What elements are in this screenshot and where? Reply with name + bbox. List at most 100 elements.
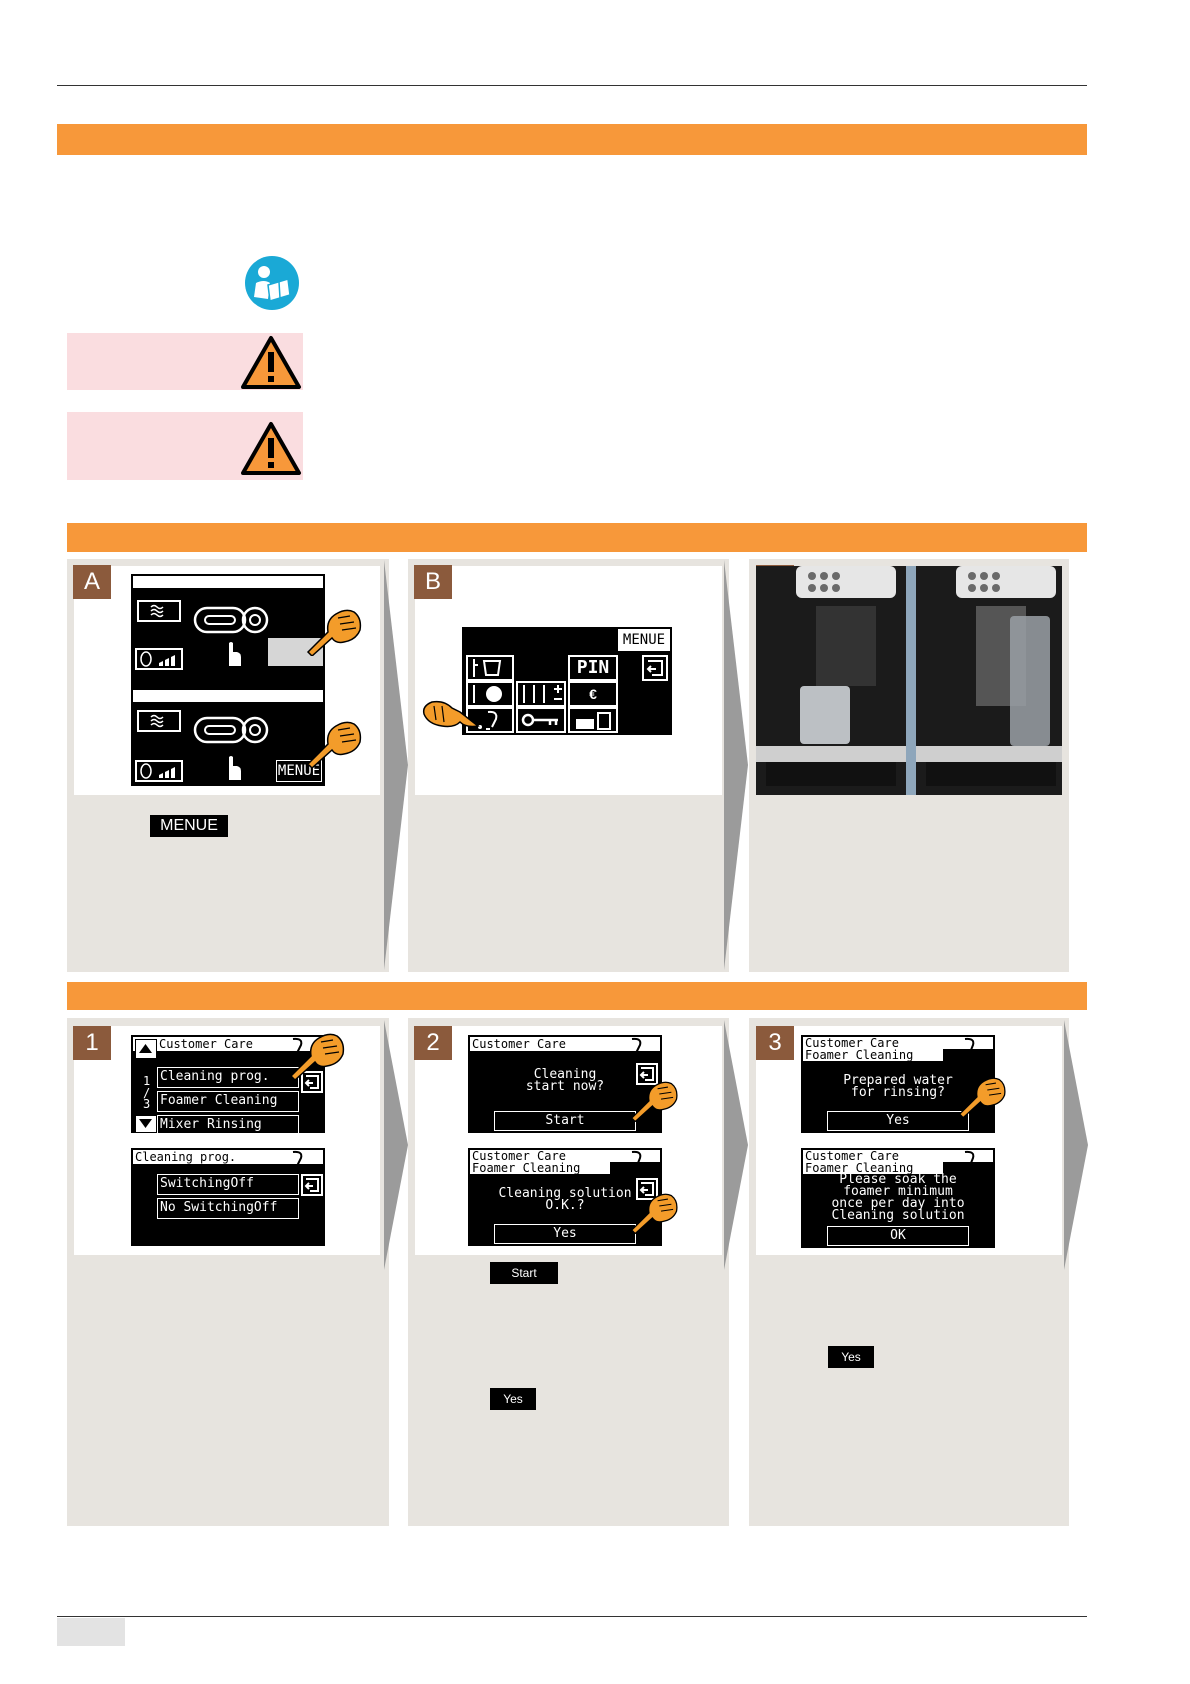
yes-button[interactable]: Yes [827, 1111, 969, 1131]
pointing-finger-icon [420, 696, 480, 736]
cleaning-prog-header: Cleaning prog. [133, 1150, 273, 1164]
step-badge-a: A [73, 565, 111, 599]
step-arrow-icon [1064, 1020, 1088, 1270]
back-icon[interactable] [636, 1063, 658, 1085]
customer-care-header: Customer Care [470, 1150, 660, 1162]
scroll-down-icon[interactable] [135, 1115, 157, 1133]
coffee-machine-icon [193, 604, 273, 636]
adjust-settings-icon[interactable] [516, 681, 566, 707]
cleaning-icon [281, 1037, 309, 1057]
cleaning-icon [953, 1037, 981, 1059]
page-number-tab [57, 1618, 125, 1646]
start-button[interactable]: Start [494, 1111, 636, 1131]
menu-item-cleaning-prog[interactable]: Cleaning prog. [157, 1067, 299, 1088]
scroll-up-icon[interactable] [135, 1039, 157, 1059]
foamer-cleaning-header: Foamer Cleaning [470, 1162, 610, 1174]
step-badge-2: 2 [414, 1026, 452, 1060]
menu-header: MENUE [618, 629, 670, 651]
yes-chip: Yes [490, 1388, 536, 1410]
page-indicator-top: 1 [143, 1074, 151, 1088]
option-switching-off[interactable]: SwitchingOff [157, 1174, 299, 1195]
back-icon[interactable] [301, 1174, 323, 1196]
customer-care-header: Customer Care [470, 1037, 610, 1051]
question-line-2: start now? [525, 1079, 605, 1094]
question-line-1: Prepared water [843, 1073, 953, 1088]
menu-chip: MENUE [150, 815, 228, 837]
yes-chip: Yes [828, 1346, 874, 1368]
display-menu-screen: MENUE PIN € [462, 627, 672, 735]
back-icon[interactable] [301, 1071, 323, 1093]
step-arrow-icon [724, 560, 748, 970]
step-badge-1: 1 [73, 1026, 111, 1060]
display-cleaning-prog: Cleaning prog. SwitchingOff No Switching… [131, 1148, 325, 1246]
question-line-1: Cleaning [533, 1067, 597, 1082]
coffee-machine-icon [193, 714, 273, 746]
cleaning-icon [620, 1037, 648, 1057]
bean-strength-icon [135, 648, 183, 670]
steam-icon [137, 600, 181, 622]
pointing-finger-icon [630, 1078, 680, 1123]
step-badge-b: B [414, 565, 452, 599]
steam-icon [137, 710, 181, 732]
pointing-finger-icon [306, 718, 364, 770]
cleaning-icon [620, 1150, 648, 1172]
warning-triangle-icon [240, 335, 302, 390]
info-line-2: foamer minimum [843, 1184, 953, 1199]
foamer-cleaning-header: Foamer Cleaning [803, 1049, 943, 1061]
option-no-switching-off[interactable]: No SwitchingOff [157, 1198, 299, 1219]
touch-hand-icon [221, 754, 245, 782]
bean-strength-icon [135, 760, 183, 782]
warning-triangle-icon [240, 421, 302, 476]
beverage-settings-icon[interactable] [466, 655, 514, 681]
timer-icon[interactable] [466, 681, 514, 707]
footer-rule [57, 1616, 1087, 1617]
menu-item-mixer-rinsing[interactable]: Mixer Rinsing [157, 1115, 299, 1136]
question-line-2: for rinsing? [851, 1085, 945, 1100]
step-arrow-icon [384, 1020, 408, 1270]
menu-button[interactable]: MENUE [276, 760, 322, 782]
display-soak-foamer: Customer Care Foamer Cleaning Please soa… [801, 1148, 995, 1248]
touch-hand-icon [221, 640, 245, 668]
display-customer-care: Customer Care 1 / 3 Cleaning prog. Foame… [131, 1035, 325, 1136]
question-line-2: O.K.? [545, 1198, 585, 1213]
question-line-1: Cleaning solution [498, 1186, 632, 1201]
accounting-icon[interactable]: € [568, 681, 618, 707]
page-indicator-sep: / [143, 1086, 151, 1100]
header-rule [57, 85, 1087, 86]
step-arrow-icon [384, 560, 408, 970]
page-indicator-bottom: 3 [143, 1097, 151, 1111]
read-manual-icon [244, 255, 300, 311]
back-icon[interactable] [642, 655, 668, 681]
section-bar-cleaning [67, 982, 1087, 1010]
hand-cup-icon[interactable] [568, 707, 618, 733]
menu-item-foamer-cleaning[interactable]: Foamer Cleaning [157, 1091, 299, 1112]
info-line-3: once per day into [831, 1196, 965, 1211]
back-icon[interactable] [636, 1178, 658, 1200]
display-home-screen [131, 574, 325, 700]
display-home-screen-menu: MENUE [131, 688, 325, 786]
display-cleaning-solution: Customer Care Foamer Cleaning Cleaning s… [468, 1148, 662, 1246]
info-line-1: Please soak the [839, 1172, 957, 1187]
pointing-finger-icon [289, 1030, 347, 1082]
info-line-4: Cleaning solution [831, 1208, 965, 1223]
cleaning-icon [953, 1150, 981, 1172]
section-bar-access [67, 523, 1087, 552]
yes-button[interactable]: Yes [494, 1224, 636, 1244]
cleaning-icon [281, 1150, 309, 1170]
pin-button[interactable]: PIN [568, 655, 618, 681]
pointing-finger-icon [306, 606, 364, 658]
pointing-finger-icon [630, 1190, 680, 1235]
customer-care-header: Customer Care [803, 1150, 993, 1162]
section-title-bar [57, 124, 1087, 155]
customer-care-header: Customer Care [803, 1037, 993, 1049]
pointing-finger-icon [958, 1074, 1008, 1119]
step-badge-3: 3 [756, 1026, 794, 1060]
coffee-machine-photo [756, 566, 1062, 795]
display-cleaning-start: Customer Care Cleaning start now? Start [468, 1035, 662, 1133]
ok-button[interactable]: OK [827, 1226, 969, 1246]
foamer-cleaning-header: Foamer Cleaning [803, 1162, 943, 1174]
step-arrow-icon [724, 1020, 748, 1270]
key-icon[interactable] [516, 707, 566, 733]
customer-care-header: Customer Care [157, 1037, 277, 1051]
start-chip: Start [490, 1262, 558, 1284]
